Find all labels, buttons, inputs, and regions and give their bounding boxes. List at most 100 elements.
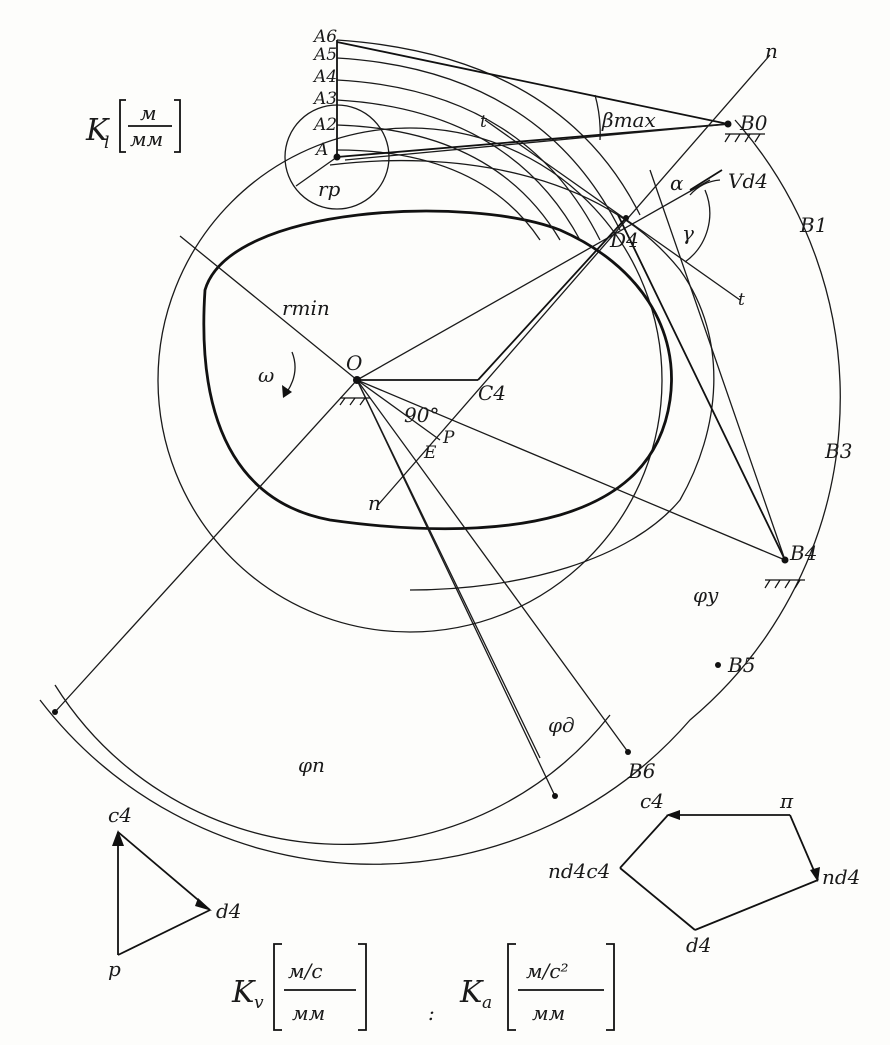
- follower-arc-a3: [336, 99, 581, 241]
- label-a2: A2: [312, 115, 337, 135]
- acceleration-polygon: [619, 810, 820, 931]
- point-o: [353, 376, 361, 384]
- label-acc-d4: d4: [686, 933, 712, 957]
- svg-text:мм: мм: [130, 127, 163, 151]
- outer-circle: [157, 127, 663, 633]
- svg-text:м: м: [140, 101, 157, 125]
- scale-separator: :: [428, 1001, 435, 1025]
- label-b5: B5: [727, 653, 755, 677]
- scale-kv: K v м/с мм: [231, 943, 367, 1031]
- scale-ka: K a м/с² мм: [459, 943, 615, 1031]
- label-90: 90°: [404, 403, 439, 427]
- b-points-arc: [39, 119, 841, 865]
- label-phi-n: φп: [298, 753, 325, 777]
- follower-arc-a2: [336, 124, 561, 241]
- label-vel-c4: c4: [108, 803, 132, 827]
- label-vel-p: p: [108, 957, 121, 981]
- label-acc-nd4c4: nd4c4: [548, 859, 610, 883]
- label-rp: rp: [318, 177, 341, 201]
- velocity-polygon: [112, 830, 212, 956]
- scale-kl: K l м мм: [85, 99, 181, 153]
- label-a5: A5: [312, 45, 337, 65]
- point-b5: [715, 662, 721, 668]
- tangent-line-tt: [484, 119, 741, 301]
- follower-arc-a: [336, 149, 541, 241]
- omega-arrowhead: [282, 385, 292, 398]
- label-o: O: [346, 351, 362, 375]
- follower-arc-a4: [336, 79, 601, 241]
- point-b4: [781, 556, 789, 564]
- point-phi-mid: [552, 793, 558, 799]
- svg-text:l: l: [104, 133, 109, 153]
- line-o-p: [356, 379, 441, 441]
- label-phi-d: φд: [548, 713, 575, 737]
- point-d4: [623, 215, 629, 221]
- rocker-a2-line: [344, 123, 729, 161]
- svg-text:мм: мм: [292, 1001, 325, 1025]
- vd4-arrow: [689, 169, 723, 191]
- label-a6: A6: [312, 27, 337, 47]
- label-e: E: [423, 443, 437, 463]
- omega-arrow: [286, 351, 296, 393]
- svg-text:м/с²: м/с²: [526, 959, 569, 983]
- line-o-b4: [356, 379, 786, 561]
- label-b6: B6: [627, 759, 656, 783]
- label-b0: B0: [739, 111, 768, 135]
- label-gamma: γ: [682, 221, 694, 245]
- follower-arc-a6: [336, 39, 641, 216]
- phi-arc-inner: [54, 684, 611, 846]
- radial-line-4: [356, 379, 541, 759]
- label-n-bottom: n: [368, 491, 381, 515]
- label-a3: A3: [312, 89, 337, 109]
- label-d4: D4: [609, 228, 639, 252]
- svg-text:мм: мм: [532, 1001, 565, 1025]
- label-alpha: α: [670, 171, 684, 195]
- beta-max-arc: [594, 94, 601, 141]
- rp-line: [295, 156, 338, 187]
- rmin-line: [179, 235, 358, 381]
- rocker-a6-b0: [336, 41, 729, 125]
- label-b4: B4: [789, 541, 817, 565]
- line-o-d4: [356, 179, 711, 381]
- point-b6: [625, 749, 631, 755]
- line-b0-b4: [649, 169, 786, 561]
- svg-text:м/с: м/с: [288, 959, 323, 983]
- ground-hatch-o: [339, 397, 370, 406]
- ground-hatch-b0: [724, 133, 765, 143]
- label-a4: A4: [312, 67, 337, 87]
- line-c4-d4: [477, 217, 627, 381]
- label-b3: B3: [824, 439, 852, 463]
- label-t-top: t: [480, 112, 487, 132]
- label-acc-pi: π: [779, 789, 794, 813]
- line-d4-b4: [617, 214, 786, 561]
- label-omega: ω: [258, 363, 274, 387]
- point-phi-left: [52, 709, 58, 715]
- svg-text:K: K: [459, 975, 484, 1010]
- radial-line-1: [54, 379, 358, 713]
- svg-text:a: a: [482, 993, 492, 1013]
- label-beta-max: βmax: [601, 108, 656, 132]
- alpha-arc: [689, 179, 721, 196]
- cam-actual-profile: [329, 159, 715, 591]
- label-acc-nd4: nd4: [822, 865, 860, 889]
- normal-line-nn: [377, 54, 771, 506]
- label-c4: C4: [478, 381, 506, 405]
- svg-text:K: K: [85, 113, 110, 148]
- cam-profile: [202, 209, 673, 531]
- label-n-top: n: [765, 39, 778, 63]
- svg-text:v: v: [254, 993, 264, 1013]
- label-t-right: t: [738, 290, 745, 310]
- ground-hatch-b4: [764, 579, 805, 589]
- point-a: [333, 153, 341, 161]
- gamma-arc: [684, 189, 711, 263]
- label-vd4: Vd4: [728, 169, 768, 193]
- label-rmin: rmin: [282, 296, 330, 320]
- label-phi-v: φу: [693, 583, 719, 607]
- label-vel-d4: d4: [216, 899, 242, 923]
- label-p: P: [442, 428, 455, 448]
- label-acc-c4: c4: [640, 789, 664, 813]
- follower-arc-a5: [336, 57, 621, 231]
- label-a: A: [314, 140, 328, 160]
